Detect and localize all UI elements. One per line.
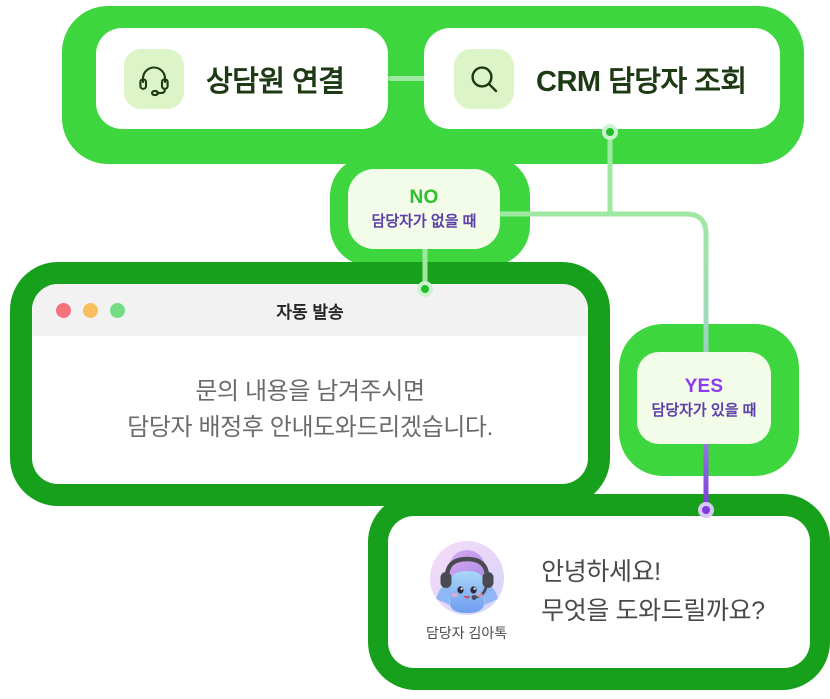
traffic-light-dots xyxy=(56,302,125,318)
branch-badge-subtitle: 담당자가 없을 때 xyxy=(371,212,477,230)
connector-node-crm[interactable] xyxy=(602,124,618,140)
agent-avatar-block: 담당자 김아톡 xyxy=(426,541,507,643)
branch-badge-no[interactable]: NO 담당자가 없을 때 xyxy=(348,169,500,249)
message-line: 담당자 배정후 안내도와드리겠습니다. xyxy=(127,414,493,441)
step-card-agent-connect[interactable]: 상담원 연결 xyxy=(96,28,388,129)
step-card-label: 상담원 연결 xyxy=(206,65,345,98)
headset-icon xyxy=(124,48,184,109)
branch-badge-title: YES xyxy=(684,375,724,397)
window-titlebar: 자동 발송 xyxy=(32,284,588,336)
branch-badge-title: NO xyxy=(409,186,439,208)
step-link-line xyxy=(388,76,426,81)
greeting-message: 안녕하세요! 무엇을 도와드릴까요? xyxy=(541,553,765,631)
greeting-card: 담당자 김아톡 안녕하세요! 무엇을 도와드릴까요? xyxy=(388,516,810,668)
connector-node-greeting[interactable] xyxy=(698,502,714,518)
connector-node-auto-send[interactable] xyxy=(417,281,433,297)
search-icon xyxy=(454,48,514,109)
greeting-line: 안녕하세요! xyxy=(541,558,661,587)
auto-send-message: 문의 내용을 남겨주시면 담당자 배정후 안내도와드리겠습니다. xyxy=(32,336,588,484)
auto-send-window: 자동 발송 문의 내용을 남겨주시면 담당자 배정후 안내도와드리겠습니다. xyxy=(32,284,588,484)
step-card-label: CRM 담당자 조회 xyxy=(536,65,747,98)
branch-badge-subtitle: 담당자가 있을 때 xyxy=(651,401,757,419)
close-dot-icon[interactable] xyxy=(56,302,71,318)
step-card-crm-lookup[interactable]: CRM 담당자 조회 xyxy=(424,28,780,129)
avatar-name: 담당자 김아톡 xyxy=(426,625,508,641)
maximize-dot-icon[interactable] xyxy=(110,302,125,318)
greeting-line: 무엇을 도와드릴까요? xyxy=(541,597,765,625)
message-line: 문의 내용을 남겨주시면 xyxy=(195,378,425,405)
branch-badge-yes[interactable]: YES 담당자가 있을 때 xyxy=(637,352,771,444)
minimize-dot-icon[interactable] xyxy=(83,302,98,318)
avatar xyxy=(429,541,504,615)
